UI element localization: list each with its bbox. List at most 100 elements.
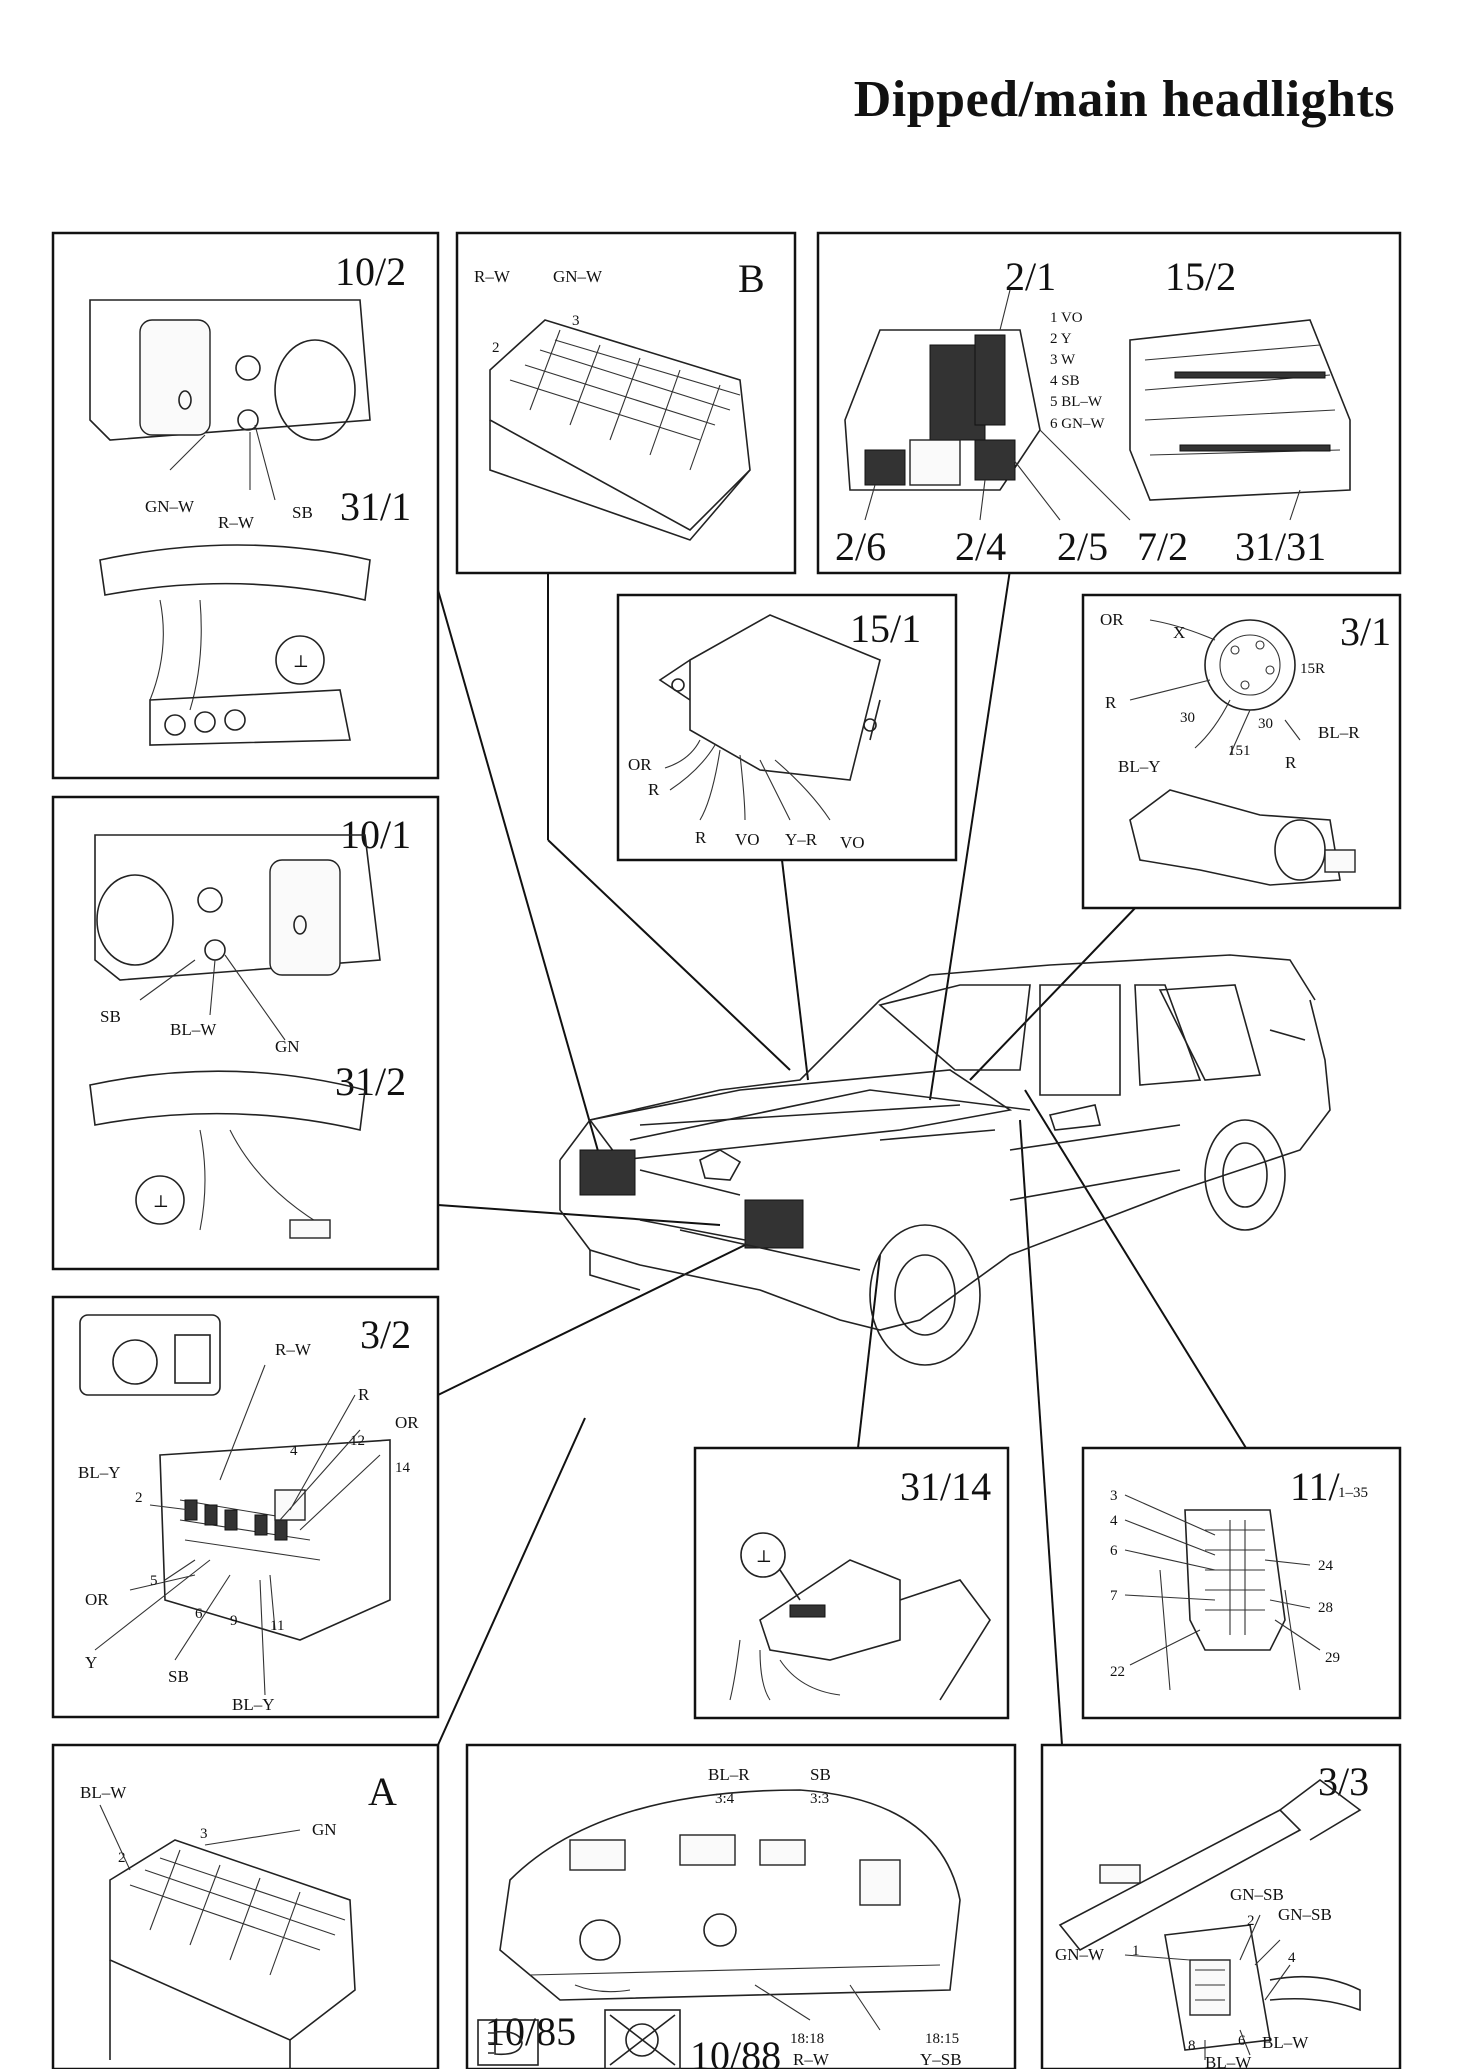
ref-3-1: 3/1 <box>1340 609 1391 654</box>
wire-sb: SB <box>810 1765 831 1784</box>
label-r-2: R <box>1285 753 1297 772</box>
svg-text:4 SB: 4 SB <box>1050 373 1080 389</box>
svg-text:3 W: 3 W <box>1050 352 1076 368</box>
ref-31-14: 31/14 <box>900 1464 991 1509</box>
wire-bl-r: BL–R <box>708 1765 750 1784</box>
page-title: Dipped/main headlights <box>853 71 1395 128</box>
ref-2-4: 2/4 <box>955 524 1006 569</box>
panel-2-1: 2/1 15/2 1 VO 2 Y 3 W 4 SB 5 BL–W 6 GN–W… <box>816 231 1402 575</box>
ref-15-1: 15/1 <box>850 606 921 651</box>
label-15r: 15R <box>1300 661 1325 677</box>
pin-1: 1 <box>1132 1943 1140 1959</box>
pin-18-18: 18:18 <box>790 2031 824 2047</box>
wire-r: R <box>358 1385 370 1404</box>
panel-31-14: 31/14 ⊥ <box>693 1446 1010 1720</box>
pin-9: 9 <box>230 1613 238 1629</box>
pin-2: 2 <box>1247 1913 1255 1929</box>
wire-y: Y <box>85 1653 97 1672</box>
ref-3-2: 3/2 <box>360 1312 411 1357</box>
pin-11: 11 <box>270 1618 284 1634</box>
svg-text:2 Y: 2 Y <box>1050 331 1072 347</box>
wire-bl-y-2: BL–Y <box>232 1695 275 1714</box>
car-illustration <box>559 954 1331 1366</box>
label-151: 151 <box>1228 743 1251 759</box>
panel-3-3: 3/3 GN–SB 2 GN–SB GN–W 1 4 8 6 BL–W BL–W <box>1040 1743 1402 2069</box>
pin-2: 2 <box>135 1490 143 1506</box>
pin-12: 12 <box>350 1433 365 1449</box>
wire-sb: SB <box>292 503 313 522</box>
wire-gn-sb: GN–SB <box>1230 1885 1284 1904</box>
pin-3: 3 <box>1110 1488 1118 1504</box>
pin-28: 28 <box>1318 1600 1333 1616</box>
panel-10-2: 10/2 GN–W R–W SB 31/1 ⊥ <box>51 231 440 780</box>
pin-3-4: 3:4 <box>715 1791 735 1807</box>
ref-15-2: 15/2 <box>1165 254 1236 299</box>
wire-y-sb: Y–SB <box>920 2050 962 2069</box>
label-bl-y: BL–Y <box>1118 757 1161 776</box>
svg-text:5 BL–W: 5 BL–W <box>1050 394 1103 410</box>
wire-vo-2: VO <box>840 833 865 852</box>
panel-15-1: 15/1 OR R R VO Y–R VO <box>616 593 958 862</box>
pin-4: 4 <box>1110 1513 1118 1529</box>
pin-3-3: 3:3 <box>810 1791 829 1807</box>
svg-text:6 GN–W: 6 GN–W <box>1050 416 1105 432</box>
ref-3-3: 3/3 <box>1318 1759 1369 1804</box>
panel-instrument-cluster: BL–R SB 3:4 3:3 10/85 10/88 18:18 R–W 18… <box>465 1743 1017 2069</box>
pin-6: 6 <box>1238 2033 1246 2049</box>
ref-31-1: 31/1 <box>340 484 411 529</box>
ground-symbol: ⊥ <box>756 1547 772 1566</box>
ref-7-2: 7/2 <box>1137 524 1188 569</box>
wire-bl-w: BL–W <box>170 1020 217 1039</box>
pin-7: 7 <box>1110 1588 1118 1604</box>
ref-a: A <box>368 1769 397 1814</box>
ref-10-88: 10/88 <box>690 2033 781 2069</box>
pin-5: 5 <box>150 1573 158 1589</box>
leader-lines <box>437 569 1247 1746</box>
pin-3: 3 <box>200 1826 208 1842</box>
ref-2-1: 2/1 <box>1005 254 1056 299</box>
pin-24: 24 <box>1318 1558 1334 1574</box>
panel-b: B R–W GN–W 2 3 <box>455 231 797 575</box>
panel-10-1: 10/1 SB BL–W GN 31/2 ⊥ <box>51 795 440 1271</box>
wire-r-w: R–W <box>275 1340 312 1359</box>
wire-r-w: R–W <box>218 513 255 532</box>
pin-14: 14 <box>395 1460 411 1476</box>
wire-sb: SB <box>100 1007 121 1026</box>
label-x: X <box>1173 623 1185 642</box>
pin-3: 3 <box>572 313 580 329</box>
pin-2: 2 <box>492 340 500 356</box>
ref-2-5: 2/5 <box>1057 524 1108 569</box>
pin-29: 29 <box>1325 1650 1340 1666</box>
pin-2: 2 <box>118 1850 126 1866</box>
svg-text:1 VO: 1 VO <box>1050 310 1083 326</box>
ground-symbol: ⊥ <box>293 652 309 671</box>
panel-11: 11/ 1–35 3 4 6 7 24 28 22 29 <box>1081 1446 1402 1720</box>
ref-b: B <box>738 256 765 301</box>
wire-r-w: R–W <box>474 267 511 286</box>
wire-or: OR <box>628 755 652 774</box>
label-or: OR <box>1100 610 1124 629</box>
pin-22: 22 <box>1110 1664 1125 1680</box>
wire-bl-w-2: BL–W <box>1205 2053 1252 2069</box>
wire-r: R <box>648 780 660 799</box>
wire-gn: GN <box>312 1820 337 1839</box>
panel-3-2: 3/2 R–W 4 R OR 12 14 BL–Y 2 5 OR 6 9 11 … <box>51 1295 440 1719</box>
wire-r-w: R–W <box>793 2050 830 2069</box>
pin-4: 4 <box>1288 1950 1296 1966</box>
ref-10-2: 10/2 <box>335 249 406 294</box>
label-r: R <box>1105 693 1117 712</box>
ref-31-2: 31/2 <box>335 1059 406 1104</box>
wire-y-r: Y–R <box>785 830 818 849</box>
ground-symbol: ⊥ <box>153 1192 169 1211</box>
wire-gn-w: GN–W <box>553 267 603 286</box>
ref-31-31: 31/31 <box>1235 524 1326 569</box>
relay-color-legend: 1 VO 2 Y 3 W 4 SB 5 BL–W 6 GN–W <box>1050 310 1105 432</box>
wire-gn: GN <box>275 1037 300 1056</box>
wire-sb: SB <box>168 1667 189 1686</box>
pin-4: 4 <box>290 1443 298 1459</box>
label-bl-r: BL–R <box>1318 723 1360 742</box>
ref-11-sub: 1–35 <box>1338 1485 1368 1501</box>
wire-gn-w: GN–W <box>1055 1945 1105 1964</box>
panel-3-1: 3/1 OR X 15R R 30 30 BL–R BL–Y 151 R <box>1081 593 1402 910</box>
